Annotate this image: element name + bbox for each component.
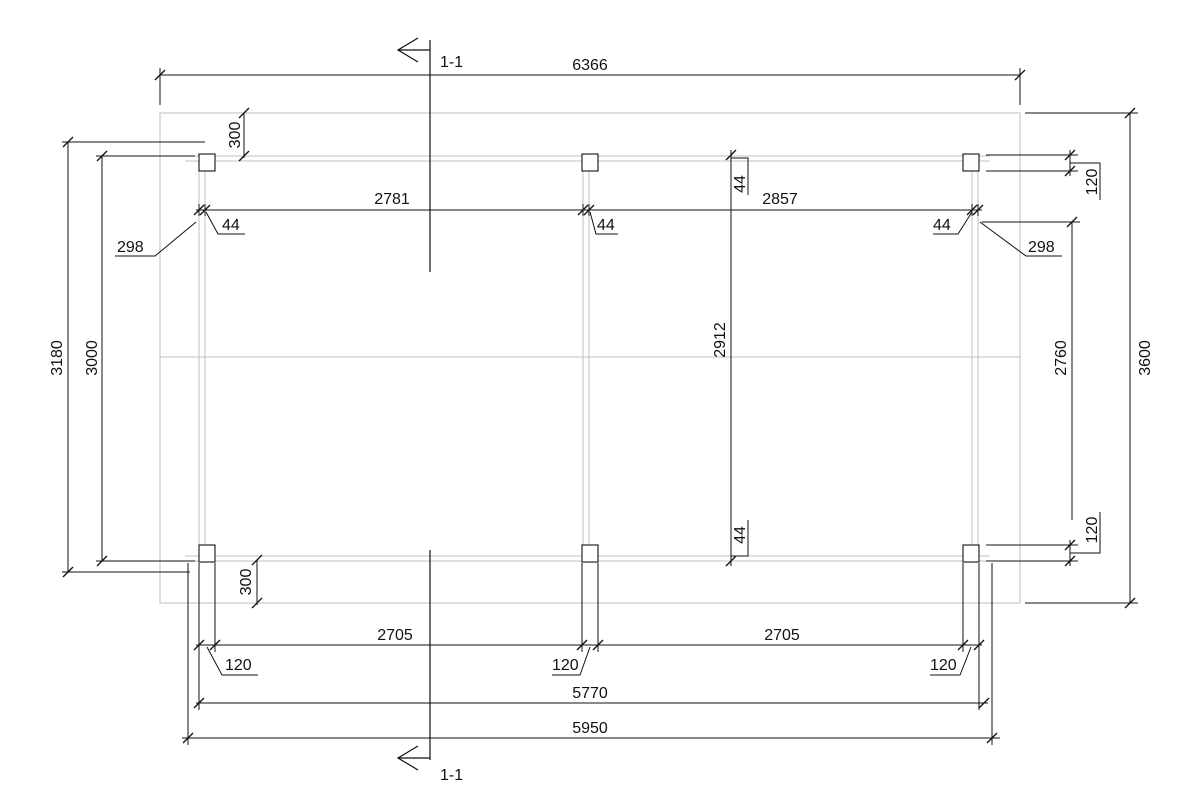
dim-edge-right: 298 xyxy=(1028,239,1055,256)
dim-center-span: 2912 xyxy=(712,322,729,358)
posts xyxy=(198,153,980,563)
dim-post-bottom-b: 120 xyxy=(552,657,579,674)
dim-post-gap-right: 44 xyxy=(933,217,951,234)
dim-edge-left: 298 xyxy=(117,239,144,256)
dim-top-offset: 300 xyxy=(227,122,244,149)
dim-bay-top-left: 2781 xyxy=(374,191,410,208)
beams xyxy=(185,155,990,562)
dim-left-outer: 3180 xyxy=(49,340,66,376)
dim-left-inner: 3000 xyxy=(84,340,101,376)
dim-axis-span: 5770 xyxy=(572,685,608,702)
dim-post-top-right: 120 xyxy=(1084,169,1101,196)
dim-bay-bottom-left: 2705 xyxy=(377,627,413,644)
dim-overall-height: 3600 xyxy=(1137,340,1154,376)
dim-overall-width: 6366 xyxy=(572,57,608,74)
dim-bottom-offset: 300 xyxy=(238,569,255,596)
post-top-middle xyxy=(581,153,599,172)
post-top-right xyxy=(962,153,980,172)
section-label-top: 1-1 xyxy=(440,54,463,71)
dim-bay-bottom-right: 2705 xyxy=(764,627,800,644)
dim-post-bottom-a: 120 xyxy=(225,657,252,674)
dim-post-gap-mid: 44 xyxy=(597,217,615,234)
section-label-bottom: 1-1 xyxy=(440,767,463,784)
dimension-lines xyxy=(62,68,1138,745)
dim-right-inner: 2760 xyxy=(1053,340,1070,376)
dim-frame-span: 5950 xyxy=(572,720,608,737)
dim-bay-top-right: 2857 xyxy=(762,191,798,208)
dim-post-bottom-c: 120 xyxy=(930,657,957,674)
roof-outline xyxy=(159,112,1021,604)
dim-post-bottom-right: 120 xyxy=(1084,517,1101,544)
post-bottom-left xyxy=(198,544,216,563)
post-bottom-middle xyxy=(581,544,599,563)
dim-center-gap-bottom: 44 xyxy=(732,526,749,544)
post-bottom-right xyxy=(962,544,980,563)
section-cut xyxy=(396,37,431,771)
post-top-left xyxy=(198,153,216,172)
dim-center-gap-top: 44 xyxy=(732,175,749,193)
dim-post-gap-left: 44 xyxy=(222,217,240,234)
